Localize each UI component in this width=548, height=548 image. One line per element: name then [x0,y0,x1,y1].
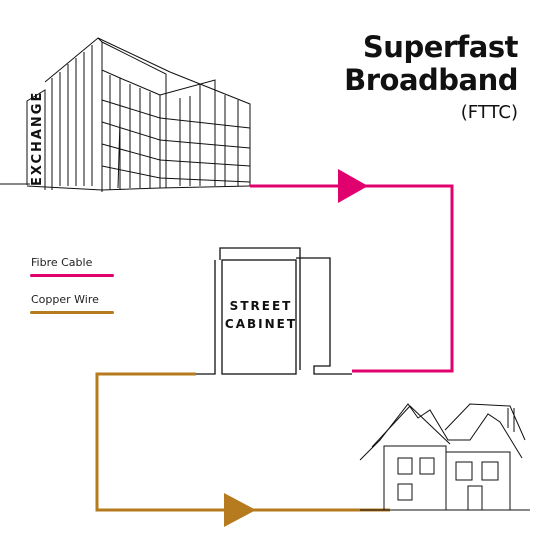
street-cabinet-icon [196,247,352,375]
house-icon [359,403,530,511]
legend-copper-label: Copper Wire [31,293,99,306]
cabinet-label-line1: STREET [230,299,293,313]
copper-route [95,372,390,527]
legend-fibre-swatch [30,274,114,277]
title-line-1: Superfast [362,30,519,64]
title-line-2: Broadband [344,63,518,97]
exchange-building-icon [0,37,251,192]
legend-copper-swatch [30,311,114,314]
fibre-route [250,169,454,373]
cabinet-label-line2: CABINET [225,317,297,331]
subtitle: (FTTC) [460,102,518,123]
exchange-label: EXCHANGE [30,91,45,186]
legend-fibre-label: Fibre Cable [31,256,93,269]
fibre-arrow-icon [338,169,368,203]
copper-arrow-icon [224,493,256,527]
